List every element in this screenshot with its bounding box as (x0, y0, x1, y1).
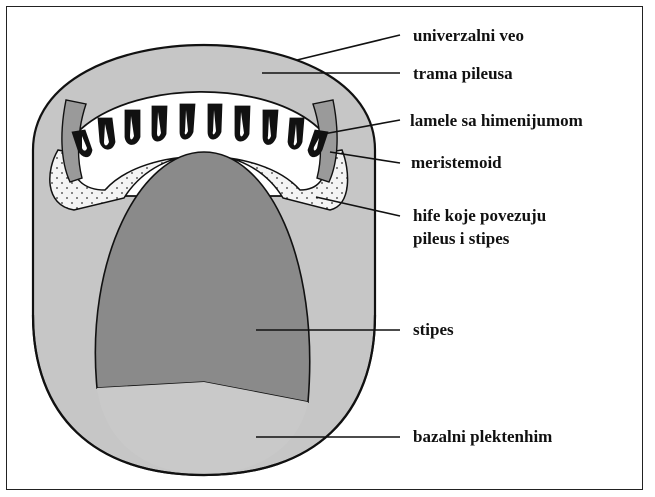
label-universal-veil: univerzalni veo (413, 26, 524, 45)
leader-universal-veo (297, 35, 400, 60)
label-basal-plectenchyma: bazalni plektenhim (413, 427, 552, 446)
label-meristemoid: meristemoid (411, 153, 502, 172)
label-connecting-hyphae-1: hife koje povezuju (413, 206, 546, 225)
label-stipe: stipes (413, 320, 454, 339)
label-gills-hymenium: lamele sa himenijumom (410, 111, 583, 130)
label-connecting-hyphae-2: pileus i stipes (413, 229, 510, 248)
label-pileus-trama: trama pileusa (413, 64, 513, 83)
